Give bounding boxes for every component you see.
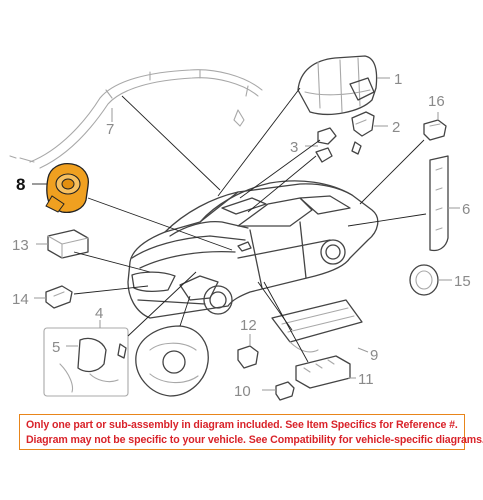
part-4-steering-group: [43, 327, 129, 397]
callout-14: 14: [12, 291, 29, 308]
driver-airbag: [135, 325, 209, 397]
callout-16: 16: [428, 93, 445, 110]
callout-9: 9: [370, 347, 378, 364]
part-10-connector: [275, 381, 295, 401]
leader-lines: [73, 87, 427, 363]
callout-15: 15: [454, 273, 471, 290]
callout-2: 2: [392, 119, 400, 136]
callout-labels: 1 2 3 4 5 6 7 8 9 10 11 12 13 14 15 16: [12, 71, 471, 400]
callout-10: 10: [234, 383, 251, 400]
part-7-curtain-airbag: [9, 69, 263, 169]
notice-line-1: Only one part or sub-assembly in diagram…: [26, 419, 458, 431]
callout-13: 13: [12, 237, 29, 254]
part-9-seat-mat: [271, 299, 363, 353]
part-1-passenger-airbag: [297, 55, 378, 115]
notice-line-2: Diagram may not be specific to your vehi…: [26, 434, 483, 446]
vehicle-outline: [127, 180, 379, 319]
part-11-module: [295, 355, 351, 389]
part-3-sensor: [315, 127, 362, 163]
callout-3: 3: [290, 139, 298, 156]
callout-4: 4: [95, 305, 103, 322]
part-13-module: [47, 229, 89, 259]
disclaimer-notice: Only one part or sub-assembly in diagram…: [19, 414, 483, 450]
part-16-sensor: [423, 119, 447, 141]
part-2-sensor: [351, 111, 375, 137]
callout-12: 12: [240, 317, 257, 334]
callout-5: 5: [52, 339, 60, 356]
callout-1: 1: [394, 71, 402, 88]
callout-8: 8: [16, 175, 25, 194]
part-12-sensor: [237, 345, 259, 369]
part-8-clock-spring: [45, 162, 90, 214]
part-14-sensor: [45, 285, 73, 309]
part-15-sensor: [409, 264, 439, 296]
callout-6: 6: [462, 201, 470, 218]
callout-11: 11: [358, 371, 374, 388]
callout-7: 7: [106, 121, 114, 138]
part-6-side-airbag: [429, 155, 449, 252]
